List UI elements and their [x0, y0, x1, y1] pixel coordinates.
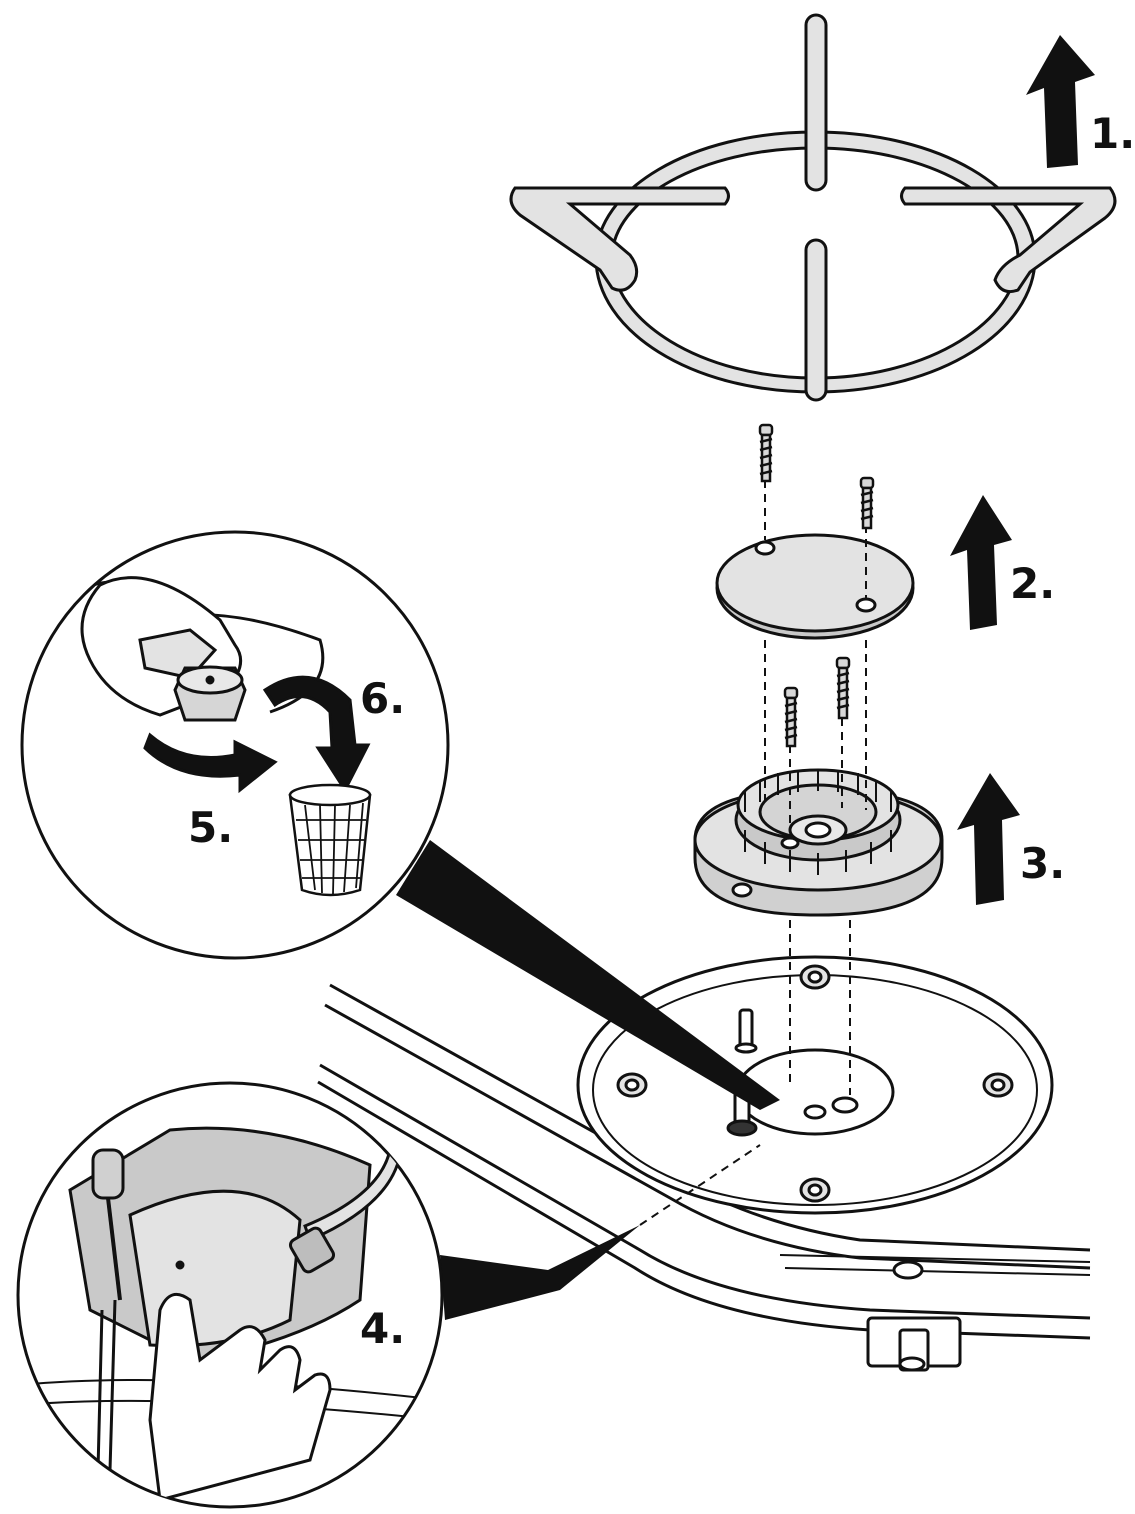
- burner-base-plate: [576, 955, 1054, 1215]
- screw-4: [835, 656, 851, 720]
- arrow-step-2: [950, 495, 1012, 630]
- step-label-1: 1.: [1090, 109, 1135, 158]
- step-label-5: 5.: [188, 803, 233, 852]
- screwdriver: [91, 1148, 125, 1471]
- alignment-lines-cap: [764, 480, 867, 830]
- control-knob-stem: [866, 1260, 962, 1372]
- cap-screws: [758, 423, 875, 748]
- burner-cap-plate: [715, 533, 915, 640]
- injector-nut: [173, 665, 247, 722]
- cooktop-surface: [317, 983, 1091, 1340]
- hand: [148, 1292, 332, 1502]
- step-label-6: 6.: [360, 674, 405, 723]
- screw-1: [758, 423, 774, 483]
- lift-arrows: [950, 35, 1095, 905]
- screw-2: [859, 476, 875, 530]
- injector-fittings: [726, 1008, 859, 1137]
- arrow-step-1: [1026, 35, 1095, 168]
- burner-ring: [693, 768, 944, 917]
- base-mounting-holes: [616, 964, 1014, 1203]
- arrow-step-3: [957, 773, 1020, 905]
- alignment-line-screw: [639, 1144, 761, 1226]
- pan-support-grate: [509, 13, 1117, 402]
- step-label-3: 3.: [1020, 839, 1065, 888]
- inset-injector-removal: 6. 5.: [20, 530, 450, 960]
- step-label-4: 4.: [360, 1304, 405, 1353]
- curve-arrow-step-6: [262, 675, 371, 794]
- inset-pointer-screw: [440, 1225, 640, 1320]
- rotate-arrow-step-5: [143, 732, 278, 794]
- waste-basket: [288, 783, 372, 897]
- step-labels: 1. 2. 3.: [1010, 109, 1135, 888]
- alignment-lines-ring: [789, 920, 851, 1095]
- inset-pointer-injector: [396, 840, 780, 1110]
- inset-screw-removal: 4.: [16, 1081, 444, 1509]
- screw-3: [783, 686, 799, 748]
- step-label-2: 2.: [1010, 559, 1055, 608]
